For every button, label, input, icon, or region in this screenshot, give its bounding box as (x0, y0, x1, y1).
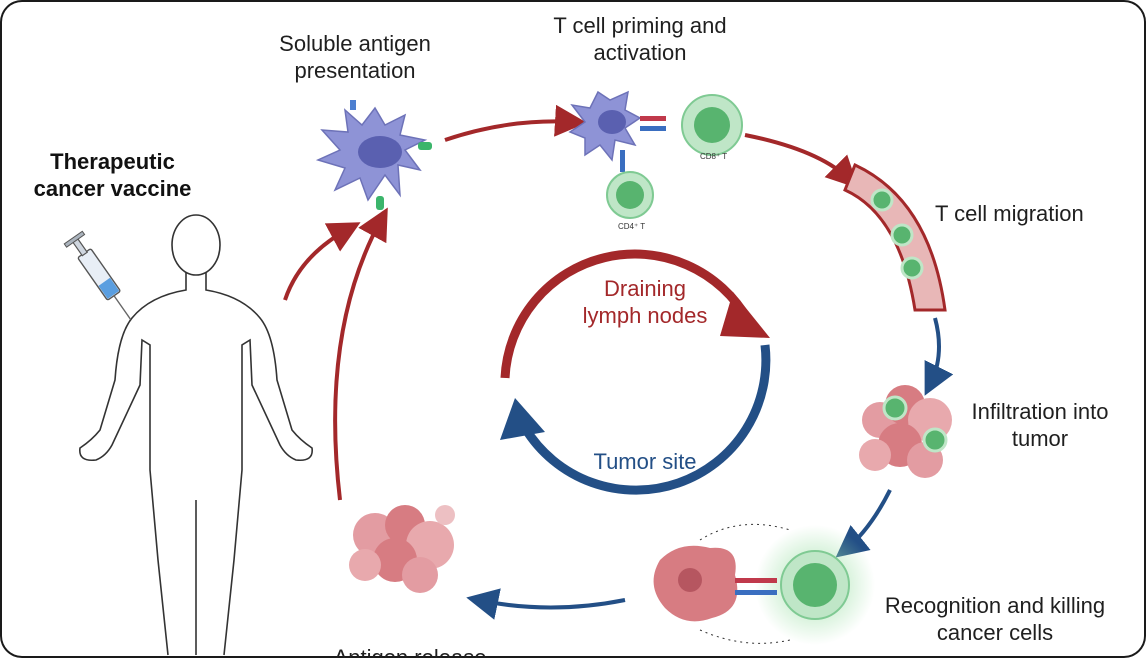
label-infiltration-line2: tumor (1011, 426, 1069, 451)
label-recognition: Recognition and killing cancer cells (850, 592, 1140, 646)
label-soluble-antigen-line2: presentation (294, 58, 416, 83)
label-tumor-site: Tumor site (593, 449, 697, 474)
killing-interaction-icon (653, 523, 875, 645)
label-lymph-nodes-line2: lymph nodes (582, 303, 708, 328)
arrow-priming-to-migration (744, 133, 859, 189)
label-lymph-nodes-line1: Draining (604, 276, 686, 301)
label-cd4: CD4⁺ T (618, 222, 646, 231)
label-recognition-line1: Recognition and killing (884, 593, 1106, 618)
label-antigen-release: Antigen release (333, 645, 487, 658)
label-infiltration-line1: Infiltration into (971, 399, 1109, 424)
lymph-node-arc (500, 249, 752, 379)
label-priming-line2: activation (593, 40, 687, 65)
vaccine-title-line1: Therapeutic (50, 149, 175, 174)
syringe-icon (63, 230, 132, 320)
label-recognition-line2: cancer cells (936, 620, 1054, 645)
vaccine-title: Therapeutic cancer vaccine (0, 148, 225, 202)
arrow-release-to-dc (333, 207, 388, 501)
label-migration: T cell migration (935, 201, 1084, 226)
label-soluble-antigen-line1: Soluble antigen (279, 31, 431, 56)
lymph-node-arrowhead (720, 292, 770, 338)
label-infiltration: Infiltration into tumor (950, 398, 1130, 452)
arrow-migration-to-infiltration (924, 317, 954, 396)
blood-vessel-icon (843, 162, 947, 312)
infiltrated-tumor-icon (859, 385, 952, 478)
human-body-icon (79, 214, 313, 656)
label-priming: T cell priming and activation (520, 12, 760, 66)
dendritic-cell-icon (315, 100, 432, 210)
label-cd8: CD8⁺ T (700, 152, 728, 161)
tumor-site-arc (521, 344, 771, 495)
arrow-recognition-to-release (466, 588, 626, 620)
arrow-dc-to-priming (444, 104, 587, 142)
arrow-body-to-dc (283, 222, 361, 301)
label-priming-line1: T cell priming and (553, 13, 727, 38)
label-soluble-antigen: Soluble antigen presentation (240, 30, 470, 84)
antigen-debris-icon (349, 505, 455, 593)
priming-cells-icon (568, 90, 743, 219)
vaccine-title-line2: cancer vaccine (33, 176, 192, 201)
tumor-site-arrowhead (500, 398, 545, 440)
label-lymph-nodes: Draining lymph nodes (560, 275, 730, 329)
